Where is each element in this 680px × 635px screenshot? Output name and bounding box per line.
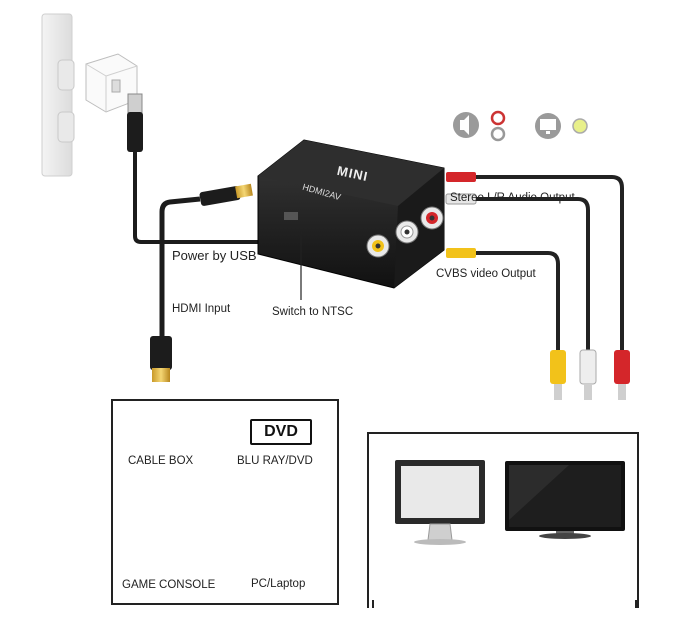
rca-pair-icon <box>490 110 506 142</box>
rca-plug-yellow <box>550 350 566 400</box>
dvd-badge: DVD <box>250 419 312 445</box>
hdmi-cable <box>150 183 253 382</box>
monitor-icon <box>535 113 561 139</box>
video-output-label: CVBS video Output <box>436 268 536 280</box>
game-console-label: GAME CONSOLE <box>122 579 216 591</box>
usb-cable <box>127 93 262 244</box>
rca-plug-white <box>579 349 597 400</box>
tv-display <box>505 461 625 539</box>
power-label: Power by USB <box>172 248 257 263</box>
display-devices-panel <box>367 432 639 608</box>
switch-label: Switch to NTSC <box>272 306 354 318</box>
rca-port-yellow <box>366 234 390 258</box>
status-dot-icon <box>572 118 588 134</box>
wall-outlet <box>41 13 75 177</box>
rca-port-white <box>395 220 419 244</box>
switch-knob <box>284 212 298 220</box>
cable-box-label: CABLE BOX <box>128 455 194 467</box>
speaker-icon <box>453 112 479 138</box>
pc-laptop-label: PC/Laptop <box>251 578 306 590</box>
monitor-display <box>395 460 485 545</box>
display-bottom-marks <box>372 600 637 608</box>
rca-cables <box>445 172 630 400</box>
rca-port-red <box>420 206 444 230</box>
audio-output-label: Stereo L/R Audio Output <box>450 192 575 204</box>
converter-box <box>257 139 445 289</box>
blu-ray-label: BLU RAY/DVD <box>237 455 313 467</box>
rca-plug-red <box>614 350 630 400</box>
hdmi-input-label: HDMI Input <box>172 303 231 315</box>
